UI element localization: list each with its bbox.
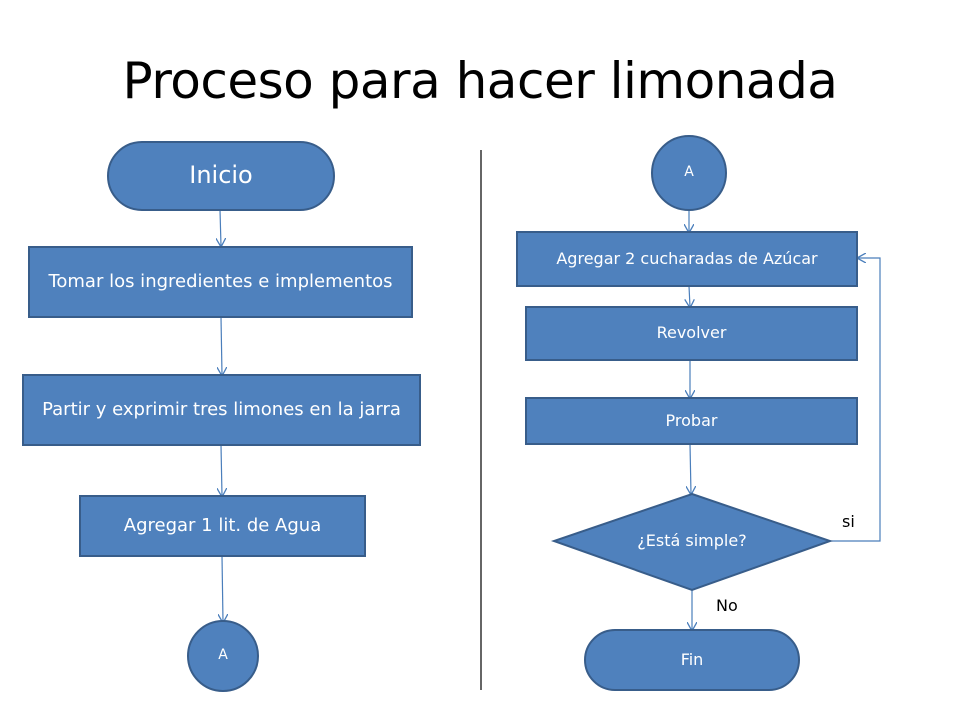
connector-loop-yes <box>830 258 881 542</box>
connector-step1-step2 <box>221 316 222 375</box>
offpage-connector-right-label: A <box>684 164 694 181</box>
connector-step2-step3 <box>221 444 222 496</box>
connector-start-step1 <box>220 209 221 246</box>
connector-step1-step2 <box>689 285 690 307</box>
end-label: Fin <box>680 649 704 669</box>
no-branch-label: No <box>716 596 738 615</box>
offpage-connector-right <box>651 135 727 211</box>
step-take-ingredients-label: Tomar los ingredientes e implementos <box>48 271 393 293</box>
end-terminator <box>584 629 800 691</box>
connector-step3-offpage <box>222 555 223 622</box>
offpage-connector-left <box>187 620 259 692</box>
decision-label: ¿Está simple? <box>637 530 747 550</box>
yes-branch-label: si <box>842 512 855 531</box>
step-add-water-label: Agregar 1 lit. de Agua <box>123 515 322 537</box>
step-add-water <box>79 495 366 557</box>
step-stir-label: Revolver <box>656 323 727 343</box>
step-take-ingredients <box>28 246 413 318</box>
step-stir <box>525 306 858 361</box>
decision-diamond <box>550 492 834 592</box>
offpage-connector-left-label: A <box>218 647 228 664</box>
step-taste-label: Probar <box>665 410 718 430</box>
step-squeeze-lemons <box>22 374 421 446</box>
step-squeeze-lemons-label: Partir y exprimir tres limones en la jar… <box>42 399 401 421</box>
start-label: Inicio <box>189 161 253 190</box>
step-taste <box>525 397 858 445</box>
step-add-sugar-label: Agregar 2 cucharadas de Azúcar <box>556 248 818 268</box>
slide-title: Proceso para hacer limonada <box>122 52 838 110</box>
connector-step3-decision <box>690 443 691 494</box>
step-add-sugar <box>516 231 858 287</box>
start-terminator <box>107 141 335 211</box>
